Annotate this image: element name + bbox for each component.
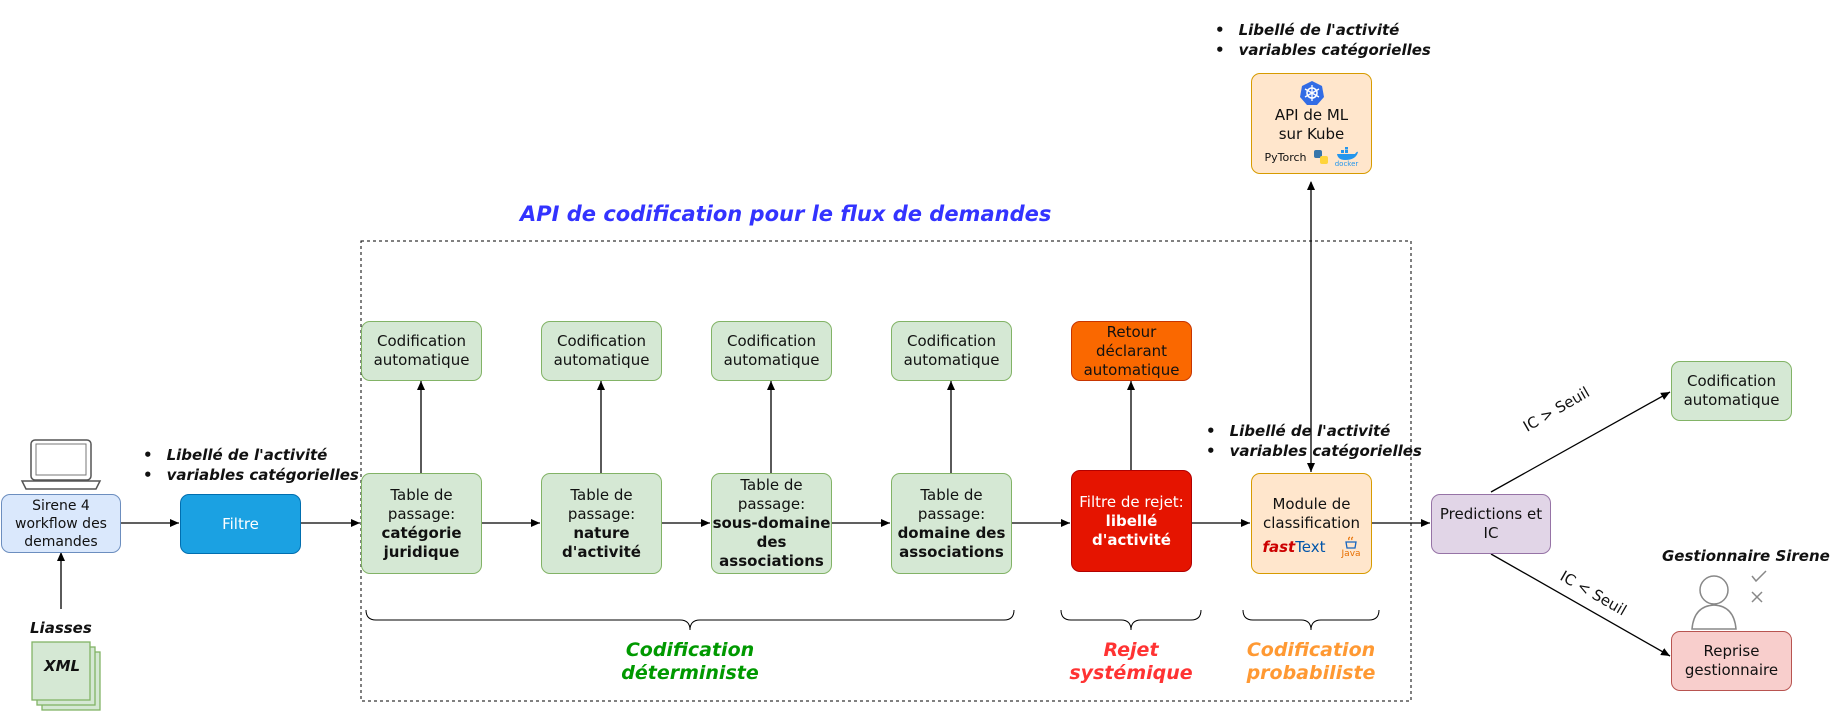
main-flow-arrows (57, 181, 1671, 657)
fasttext-logo: fastText (1262, 538, 1325, 557)
table-nature-box: Table de passage: nature d'activité (541, 473, 662, 574)
module-classification-label: Module de classification (1262, 494, 1361, 532)
bullet-libelle-3: Libellé de l'activité (1215, 21, 1400, 40)
bracket-lines (365, 609, 1380, 631)
bullet-variables-2: variables catégorielles (1206, 442, 1422, 461)
fasttext-text: Text (1295, 537, 1326, 556)
bullet-variables-1: variables catégorielles (143, 466, 359, 485)
table-domaine-name: domaine des associations (897, 523, 1006, 561)
laptop-icon (20, 439, 102, 490)
diagram-title: API de codification pour le flux de dema… (520, 202, 1052, 226)
table-domaine-box: Table de passage: domaine des associatio… (891, 473, 1012, 574)
module-logo-row: fastText Java (1262, 535, 1361, 559)
table-nature-name: nature d'activité (562, 523, 641, 561)
caption-probabiliste: Codification probabiliste (1246, 639, 1376, 684)
caption-rejet: Rejet systémique (1069, 639, 1193, 684)
gestionnaire-label: Gestionnaire Sirene (1662, 547, 1830, 565)
bullet-libelle-1: Libellé de l'activité (143, 446, 328, 465)
java-icon: Java (1341, 535, 1361, 559)
pytorch-logo: PyTorch (1264, 150, 1307, 164)
codif-auto-label-3: Codification automatique (723, 332, 820, 369)
bullet-variables-3: variables catégorielles (1215, 41, 1431, 60)
docker-icon: docker (1334, 146, 1359, 168)
filtre-rejet-box: Filtre de rejet: libellé d'activité (1071, 470, 1192, 572)
reprise-gestionnaire-box: Reprise gestionnaire (1671, 631, 1792, 691)
codif-auto-label-4: Codification automatique (903, 332, 1000, 369)
api-ml-label: API de ML sur Kube (1274, 105, 1349, 143)
liasses-label: Liasses (30, 619, 92, 637)
codif-auto-box-4: Codification automatique (891, 321, 1012, 381)
table-sous-domaine-name: sous-domaine des associations (712, 514, 831, 570)
table-sous-domaine-box: Table de passage: sous-domaine des assoc… (711, 473, 832, 574)
document-stack-icon (31, 641, 101, 711)
predictions-label: Predictions et IC (1439, 505, 1543, 542)
api-logo-row: PyTorch docker (1264, 146, 1359, 168)
table-categorie-prefix: Table de passage: (387, 485, 456, 523)
caption-deterministe: Codification déterministe (621, 639, 759, 684)
table-categorie-box: Table de passage: catégorie juridique (361, 473, 482, 574)
java-label: Java (1341, 548, 1361, 559)
codif-auto-label-1: Codification automatique (373, 332, 470, 369)
codif-auto-box-2: Codification automatique (541, 321, 662, 381)
kubernetes-icon (1299, 80, 1324, 105)
retour-declarant-label: Retour déclarant automatique (1083, 322, 1180, 379)
sirene-workflow-box: Sirene 4 workflow des demandes (1, 494, 121, 553)
bullet-libelle-2: Libellé de l'activité (1206, 422, 1391, 441)
codif-auto-label-2: Codification automatique (553, 332, 650, 369)
filtre-rejet-name: libellé d'activité (1092, 511, 1171, 549)
table-sous-domaine-prefix: Table de passage: (737, 476, 806, 513)
retour-declarant-box: Retour déclarant automatique (1071, 321, 1192, 381)
sirene-workflow-label: Sirene 4 workflow des demandes (15, 497, 107, 550)
module-classification-box: Module de classification fastText Java (1251, 473, 1372, 574)
predictions-box: Predictions et IC (1431, 494, 1551, 554)
api-ml-box: API de ML sur Kube PyTorch docker (1251, 73, 1372, 174)
xml-label: XML (44, 657, 81, 675)
filtre-label: Filtre (222, 514, 259, 533)
api-container (360, 240, 1412, 702)
filtre-rejet-prefix: Filtre de rejet: (1079, 492, 1184, 511)
filtre-box: Filtre (180, 494, 301, 554)
table-categorie-name: catégorie juridique (381, 523, 462, 561)
table-nature-prefix: Table de passage: (567, 485, 636, 523)
reprise-gestionnaire-label: Reprise gestionnaire (1684, 642, 1779, 679)
table-domaine-prefix: Table de passage: (917, 485, 986, 523)
codif-auto-box-1: Codification automatique (361, 321, 482, 381)
codif-final-box: Codification automatique (1671, 361, 1792, 421)
python-icon (1313, 150, 1328, 164)
codif-auto-box-3: Codification automatique (711, 321, 832, 381)
codif-final-label: Codification automatique (1683, 372, 1780, 409)
user-check-icon (1691, 570, 1767, 630)
docker-label: docker (1334, 159, 1359, 168)
fasttext-fast: fast (1262, 537, 1296, 556)
